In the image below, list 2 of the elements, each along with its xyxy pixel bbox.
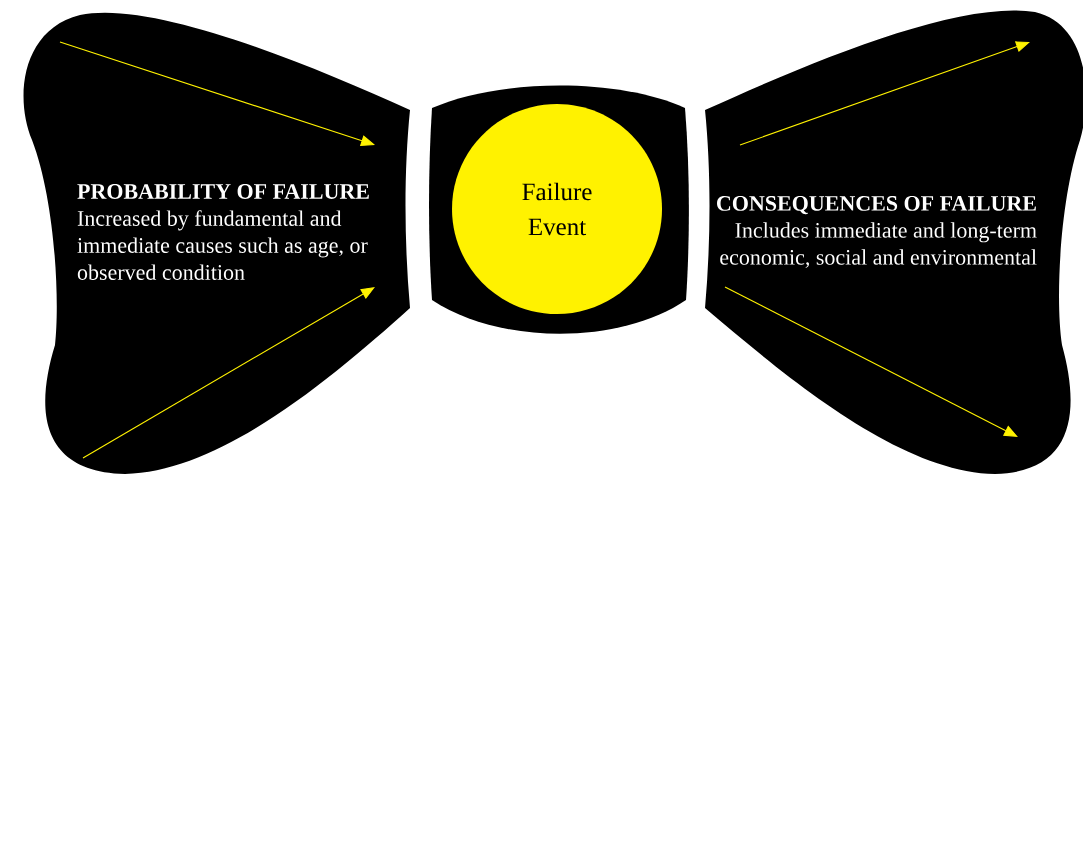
- bow-tie-wing: PROBABILITY OF FAILURE Increased by fundamental and immediate causes such as age, or observed condition: [23, 12, 410, 474]
- bow-tie-wing: CONSEQUENCES OF FAILURE Includes immediate and long-term economic, social and environmental: [705, 10, 1083, 474]
